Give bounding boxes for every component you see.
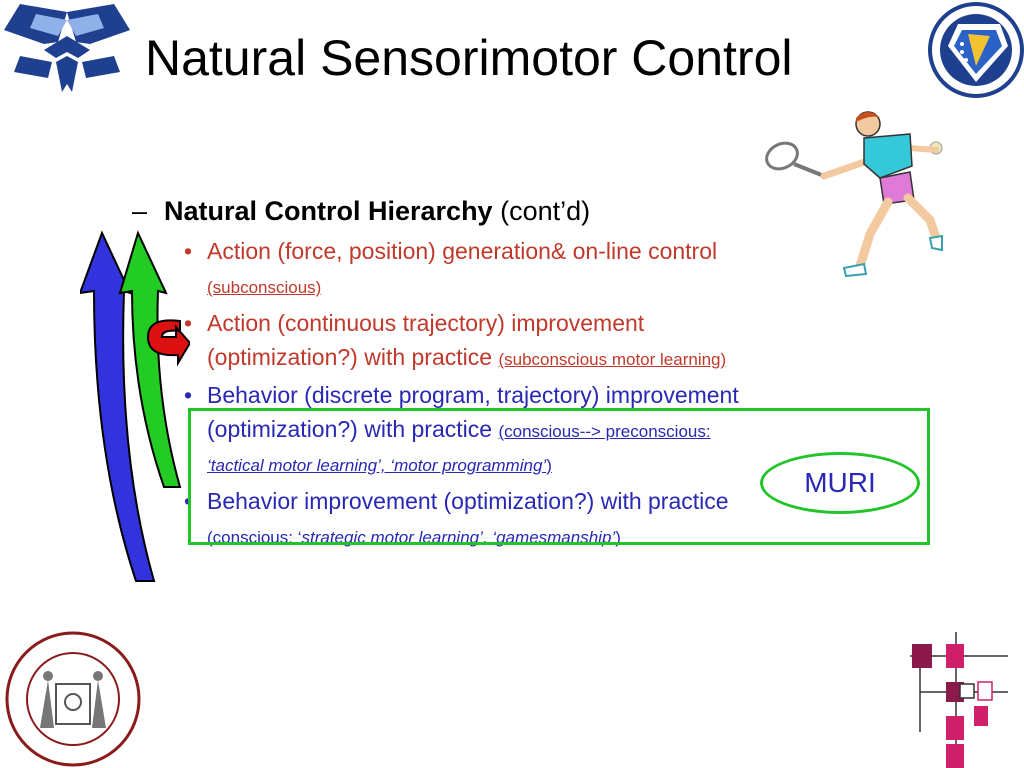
mit-seal-logo bbox=[5, 631, 141, 767]
subheading: –Natural Control Hierarchy (cont’d) bbox=[132, 194, 764, 228]
afrl-seal-logo bbox=[928, 2, 1024, 98]
bullet-text: Behavior improvement (optimization?) wit… bbox=[207, 488, 729, 514]
outline: –Natural Control Hierarchy (cont’d) • Ac… bbox=[132, 194, 764, 556]
bullet-item-1: • Action (force, position) generation& o… bbox=[164, 234, 764, 302]
bullet-item-3: • Behavior (discrete program, trajectory… bbox=[164, 378, 764, 480]
bullet-note: (conscious--> preconscious: ‘tactical mo… bbox=[207, 422, 711, 475]
bullet-item-2: • Action (continuous trajectory) improve… bbox=[164, 306, 764, 374]
tennis-player-image bbox=[765, 111, 943, 278]
slide-title: Natural Sensorimotor Control bbox=[145, 30, 793, 86]
note-prefix: (conscious--> preconscious: bbox=[498, 422, 711, 441]
bullet-text: Action (force, position) generation& on-… bbox=[207, 238, 718, 264]
dash-marker: – bbox=[132, 196, 148, 226]
hierarchy-arrows bbox=[80, 230, 190, 582]
note-suffix: ) bbox=[615, 528, 621, 547]
bullet-list: • Action (force, position) generation& o… bbox=[164, 234, 764, 552]
subheading-bold: Natural Control Hierarchy bbox=[164, 196, 493, 226]
note-suffix: ) bbox=[546, 456, 552, 475]
muri-oval: MURI bbox=[760, 452, 920, 514]
bullet-note: (subconscious) bbox=[207, 278, 322, 297]
note-italic: ‘tactical motor learning’, ‘motor progra… bbox=[207, 456, 547, 475]
muri-highlight-box bbox=[188, 408, 930, 545]
bullet-text: Behavior (discrete program, trajectory) … bbox=[207, 382, 739, 442]
bullet-note: (subconscious motor learning) bbox=[498, 350, 727, 369]
bullet-text: Action (continuous trajectory) improveme… bbox=[207, 310, 645, 370]
bullet-dot: • bbox=[184, 310, 193, 336]
bullet-dot: • bbox=[184, 238, 193, 264]
corner-decoration-mark bbox=[910, 632, 1008, 768]
air-force-wings-logo bbox=[0, 0, 134, 108]
subheading-rest: (cont’d) bbox=[492, 196, 591, 226]
bullet-dot: • bbox=[184, 382, 193, 408]
